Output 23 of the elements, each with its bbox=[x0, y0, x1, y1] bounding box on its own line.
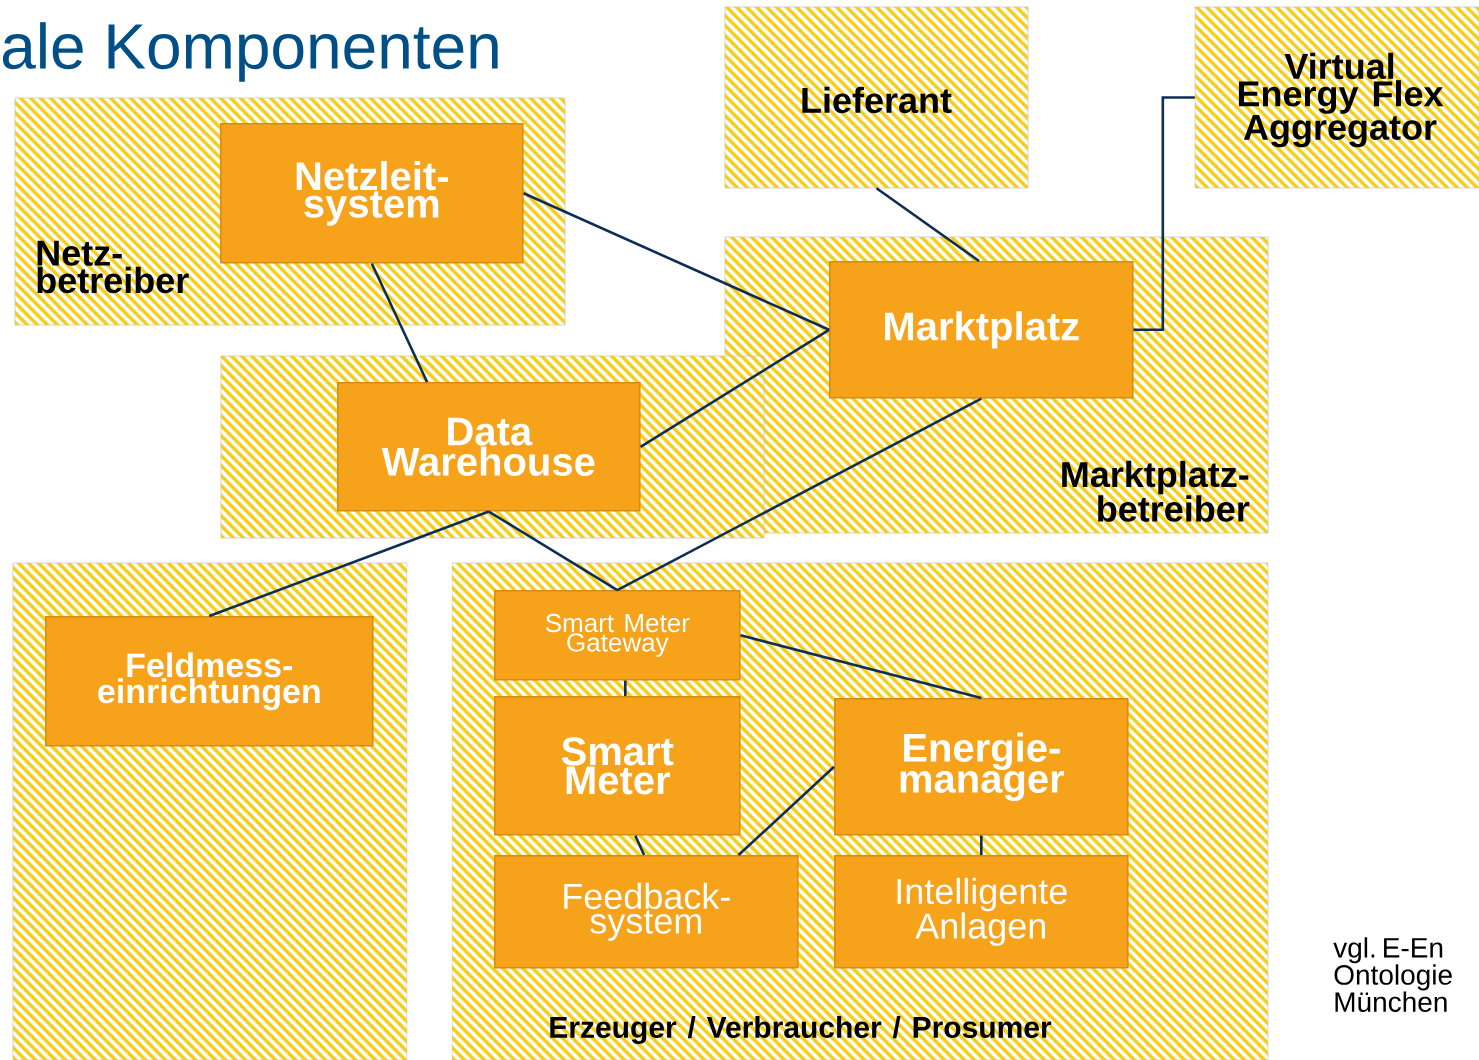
connector-line bbox=[875, 187, 980, 263]
source-note: vgl. E-En Ontologie München bbox=[1333, 937, 1452, 1012]
connector-line bbox=[980, 835, 983, 856]
component-box: Intelligente Anlagen bbox=[834, 855, 1129, 969]
component-box: Energie- manager bbox=[834, 698, 1129, 836]
connector-line bbox=[1133, 96, 1195, 332]
component-box: Feldmess- einrichtungen bbox=[45, 616, 374, 747]
connector-line bbox=[624, 680, 627, 697]
connector-line bbox=[488, 510, 618, 592]
hatched-panel: Virtual Energy Flex Aggregator bbox=[1194, 6, 1479, 189]
hatched-panel: Lieferant bbox=[724, 6, 1029, 189]
connector-line bbox=[639, 328, 830, 448]
connector-line bbox=[737, 765, 835, 856]
component-box: Data Warehouse bbox=[337, 382, 641, 512]
connector-line bbox=[634, 835, 646, 856]
connector-line bbox=[370, 263, 429, 383]
component-box: Netzleit- system bbox=[220, 123, 524, 264]
connector-line bbox=[523, 192, 830, 331]
title: ale Komponenten bbox=[2, 22, 498, 82]
component-box: Smart Meter bbox=[494, 696, 741, 836]
component-box: Feedback- system bbox=[494, 855, 799, 969]
component-box: Marktplatz bbox=[829, 261, 1134, 399]
component-box: Smart Meter Gateway bbox=[494, 590, 741, 681]
